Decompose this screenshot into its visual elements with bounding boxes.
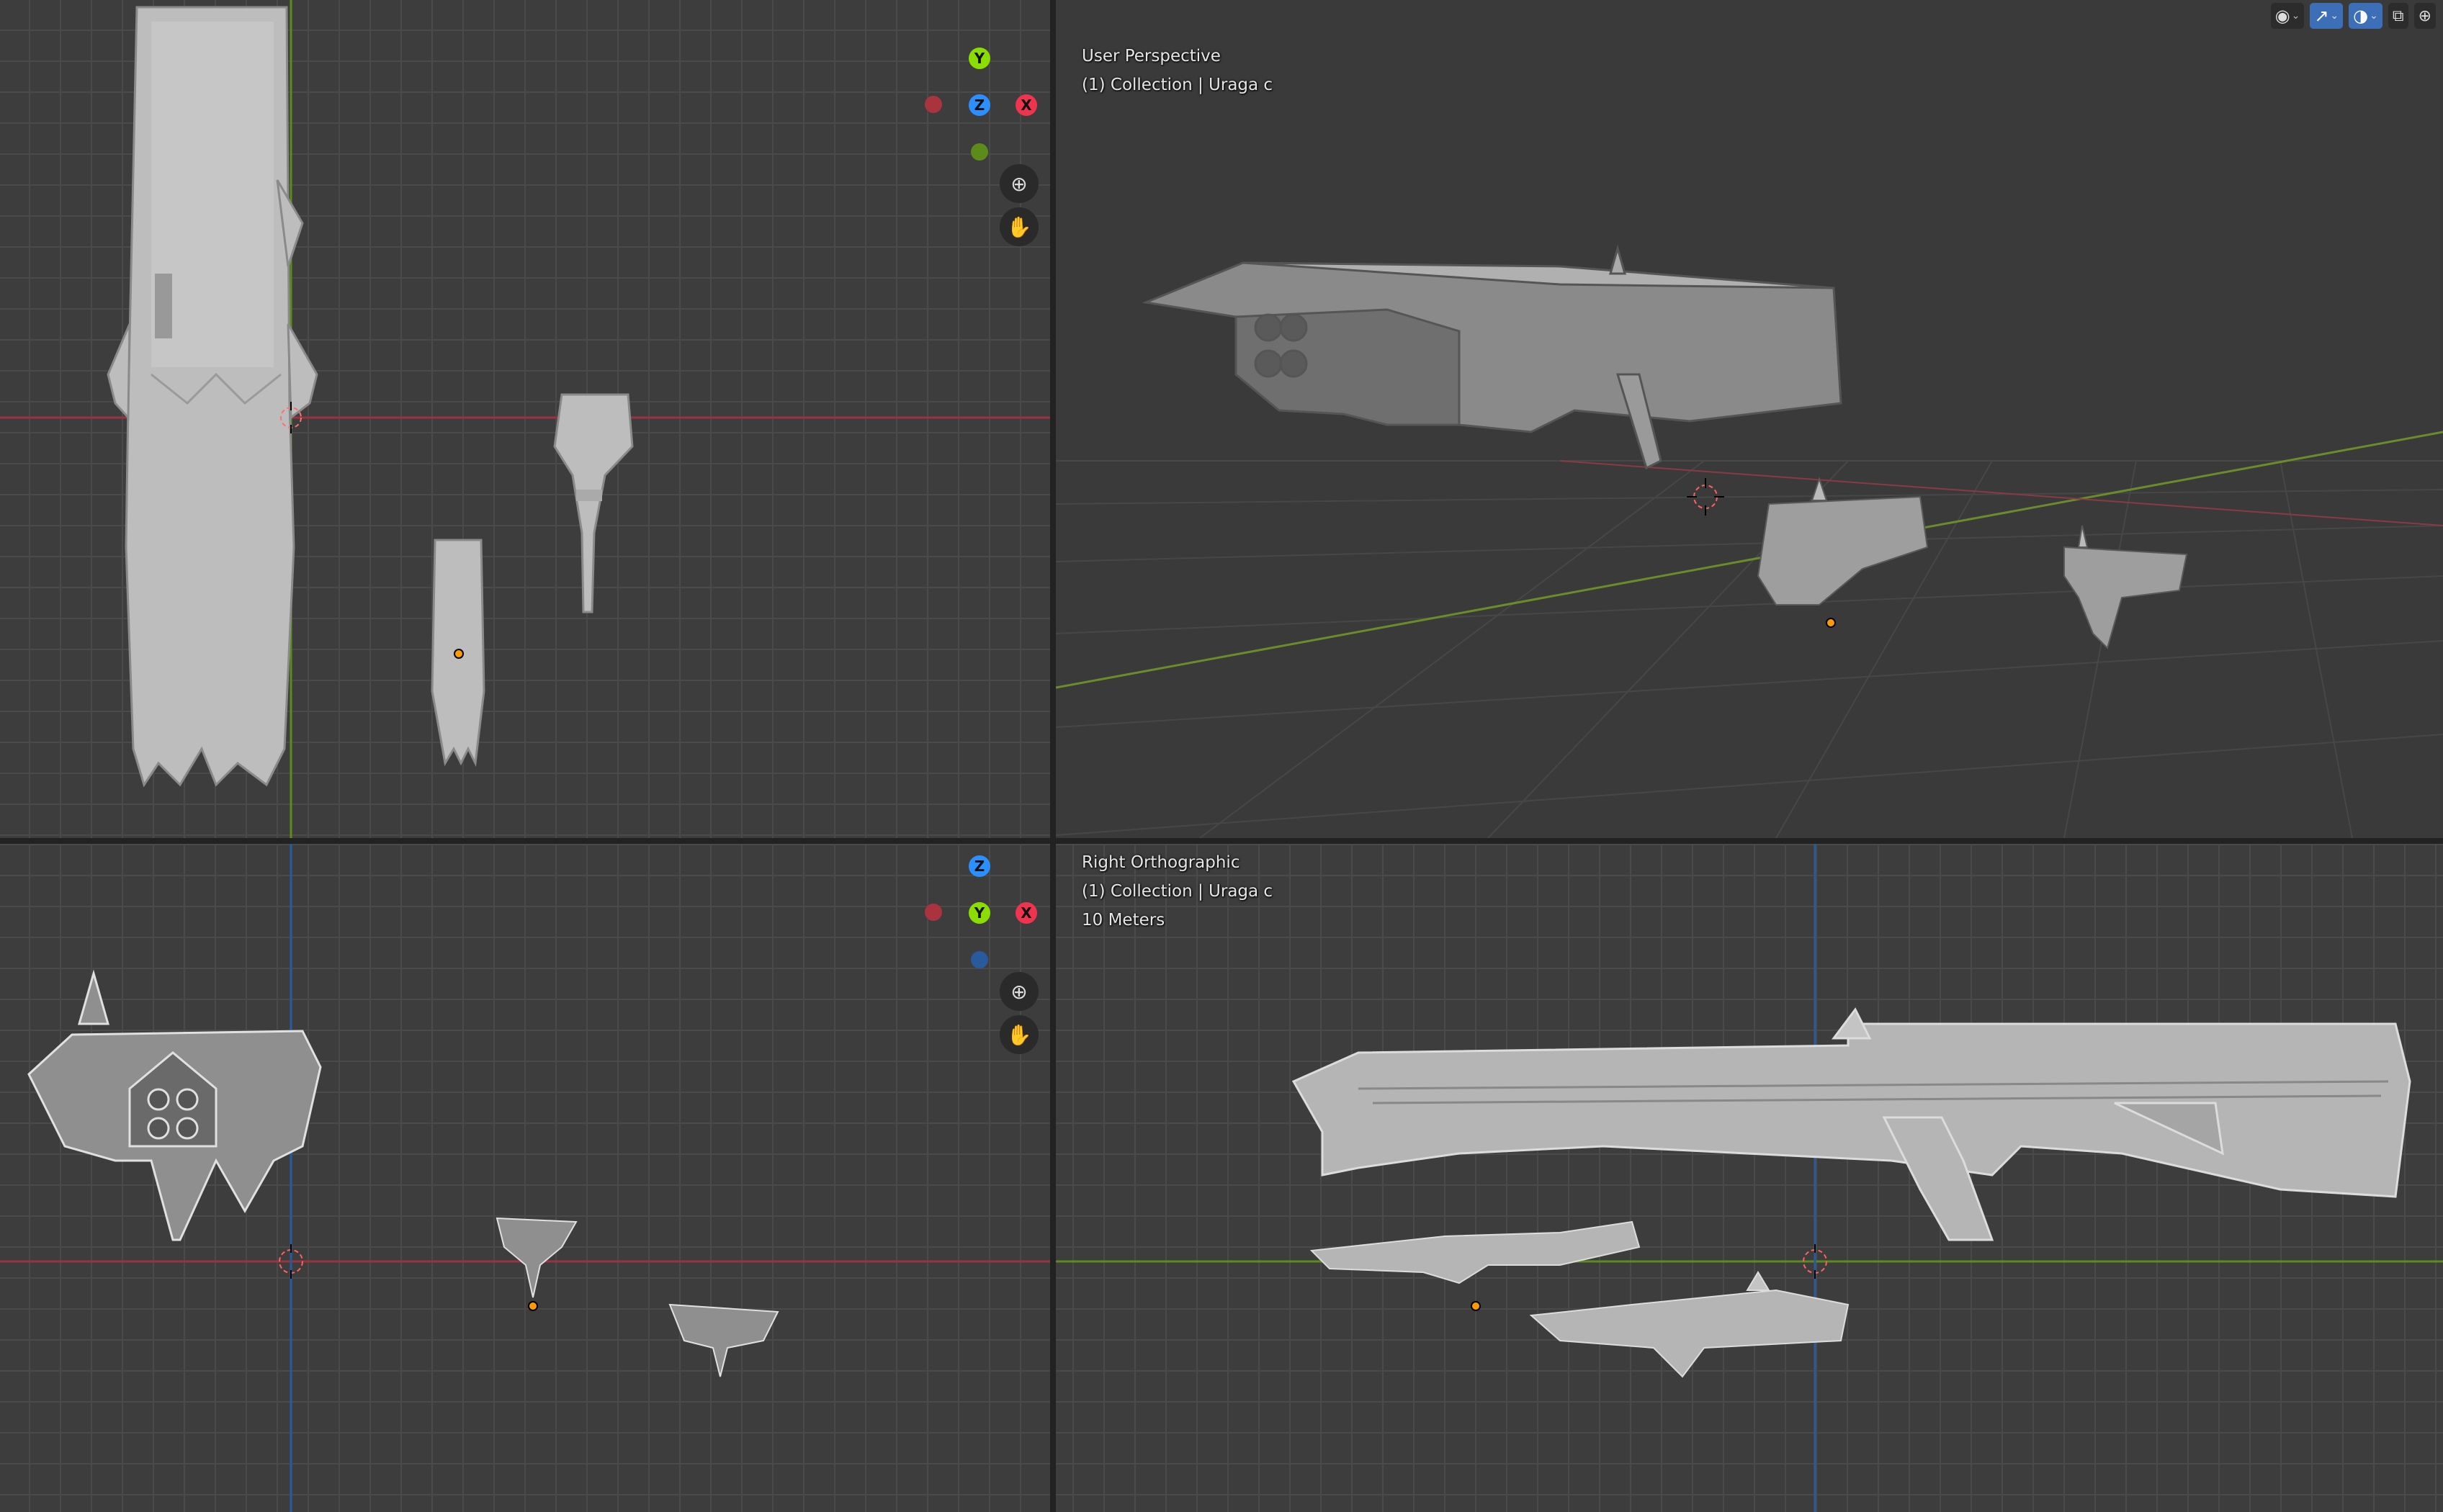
ship-carrier-perspective: [1142, 244, 1842, 470]
ship-frigate-b-perspective: [2063, 525, 2188, 649]
origin-dot: [1826, 618, 1836, 628]
origin-dot: [1471, 1301, 1481, 1311]
view-name-label: Right Orthographic: [1082, 853, 1240, 872]
zoom-button[interactable]: ⊕: [1000, 164, 1039, 203]
ship-frigate-a-front: [496, 1217, 578, 1298]
zoom-icon: ⊕: [1010, 979, 1028, 1004]
zoom-button[interactable]: ⊕: [1000, 972, 1039, 1011]
gizmo-toggle[interactable]: ↗ ⌄: [2310, 3, 2344, 29]
gizmo-z-axis[interactable]: Z: [969, 94, 990, 116]
collection-label: (1) Collection | Uraga c: [1082, 76, 1273, 94]
viewport-divider-horizontal[interactable]: [0, 838, 2443, 844]
3d-cursor: [1803, 1244, 1827, 1279]
top-view-scene: [0, 0, 1050, 838]
overlay-icon: ◑: [2353, 6, 2369, 26]
viewport-user-perspective[interactable]: User Perspective (1) Collection | Uraga …: [1056, 0, 2443, 838]
viewport-right-orthographic[interactable]: Right Orthographic (1) Collection | Urag…: [1056, 844, 2443, 1512]
xray-toggle[interactable]: ⧉: [2388, 3, 2408, 29]
chevron-down-icon: ⌄: [2370, 10, 2378, 22]
chevron-down-icon: ⌄: [2330, 10, 2339, 22]
collection-label: (1) Collection | Uraga c: [1082, 882, 1273, 901]
chevron-down-icon: ⌄: [2291, 10, 2300, 22]
scale-label: 10 Meters: [1082, 911, 1165, 930]
gizmo-y-axis[interactable]: Y: [969, 902, 990, 924]
gizmo-neg-y-axis[interactable]: [971, 143, 988, 161]
pan-button[interactable]: ✋: [1000, 207, 1039, 246]
gizmo-neg-z-axis[interactable]: [971, 951, 988, 968]
ship-frigate-b-side: [1529, 1271, 1850, 1378]
xray-icon: ⧉: [2392, 6, 2404, 25]
3d-cursor: [279, 1244, 303, 1279]
viewport-divider-vertical[interactable]: [1050, 0, 1056, 1512]
ship-carrier-front: [27, 969, 322, 1241]
gizmo-icon: ↗: [2314, 6, 2329, 26]
x-axis-line: [1559, 460, 2443, 526]
gizmo-x-axis[interactable]: X: [1016, 902, 1037, 924]
ship-carrier-top: [107, 6, 318, 788]
hand-icon: ✋: [1006, 215, 1032, 239]
view-visibility-icon: ◉: [2274, 6, 2290, 26]
pan-button[interactable]: ✋: [1000, 1015, 1039, 1054]
3d-cursor: [280, 402, 302, 433]
origin-dot: [454, 649, 464, 659]
3d-cursor: [1687, 478, 1724, 516]
ship-frigate-a-perspective: [1757, 476, 1929, 606]
right-view-scene: [1056, 844, 2443, 1512]
gizmo-neg-x-axis[interactable]: [925, 96, 942, 113]
ship-frigate-a-top: [553, 393, 634, 613]
ship-frigate-a-side: [1309, 1220, 1641, 1284]
perspective-scene: [1056, 244, 2443, 838]
visibility-dropdown[interactable]: ◉ ⌄: [2270, 3, 2305, 29]
perspective-grid: [1056, 460, 2443, 838]
shading-icon: ⊕: [2418, 6, 2431, 25]
overlay-toggle[interactable]: ◑ ⌄: [2349, 3, 2383, 29]
origin-dot: [528, 1301, 538, 1311]
ship-carrier-side: [1291, 1007, 2411, 1241]
front-view-scene: [0, 844, 1050, 1512]
gizmo-x-axis[interactable]: X: [1016, 94, 1037, 116]
viewport-front-orthographic[interactable]: Z Y X ⊕ ✋: [0, 844, 1050, 1512]
gizmo-z-axis[interactable]: Z: [969, 855, 990, 877]
viewport-top-orthographic[interactable]: Y Z X ⊕ ✋: [0, 0, 1050, 838]
ship-frigate-b-front: [668, 1303, 779, 1377]
hand-icon: ✋: [1006, 1022, 1032, 1047]
view-name-label: User Perspective: [1082, 47, 1221, 66]
viewport-header-icons: ◉ ⌄ ↗ ⌄ ◑ ⌄ ⧉ ⊕: [2270, 0, 2443, 32]
gizmo-neg-x-axis[interactable]: [925, 904, 942, 921]
gizmo-y-axis[interactable]: Y: [969, 48, 990, 69]
shading-wireframe-button[interactable]: ⊕: [2413, 3, 2436, 29]
y-axis-line: [1056, 431, 2443, 689]
zoom-icon: ⊕: [1010, 171, 1028, 196]
